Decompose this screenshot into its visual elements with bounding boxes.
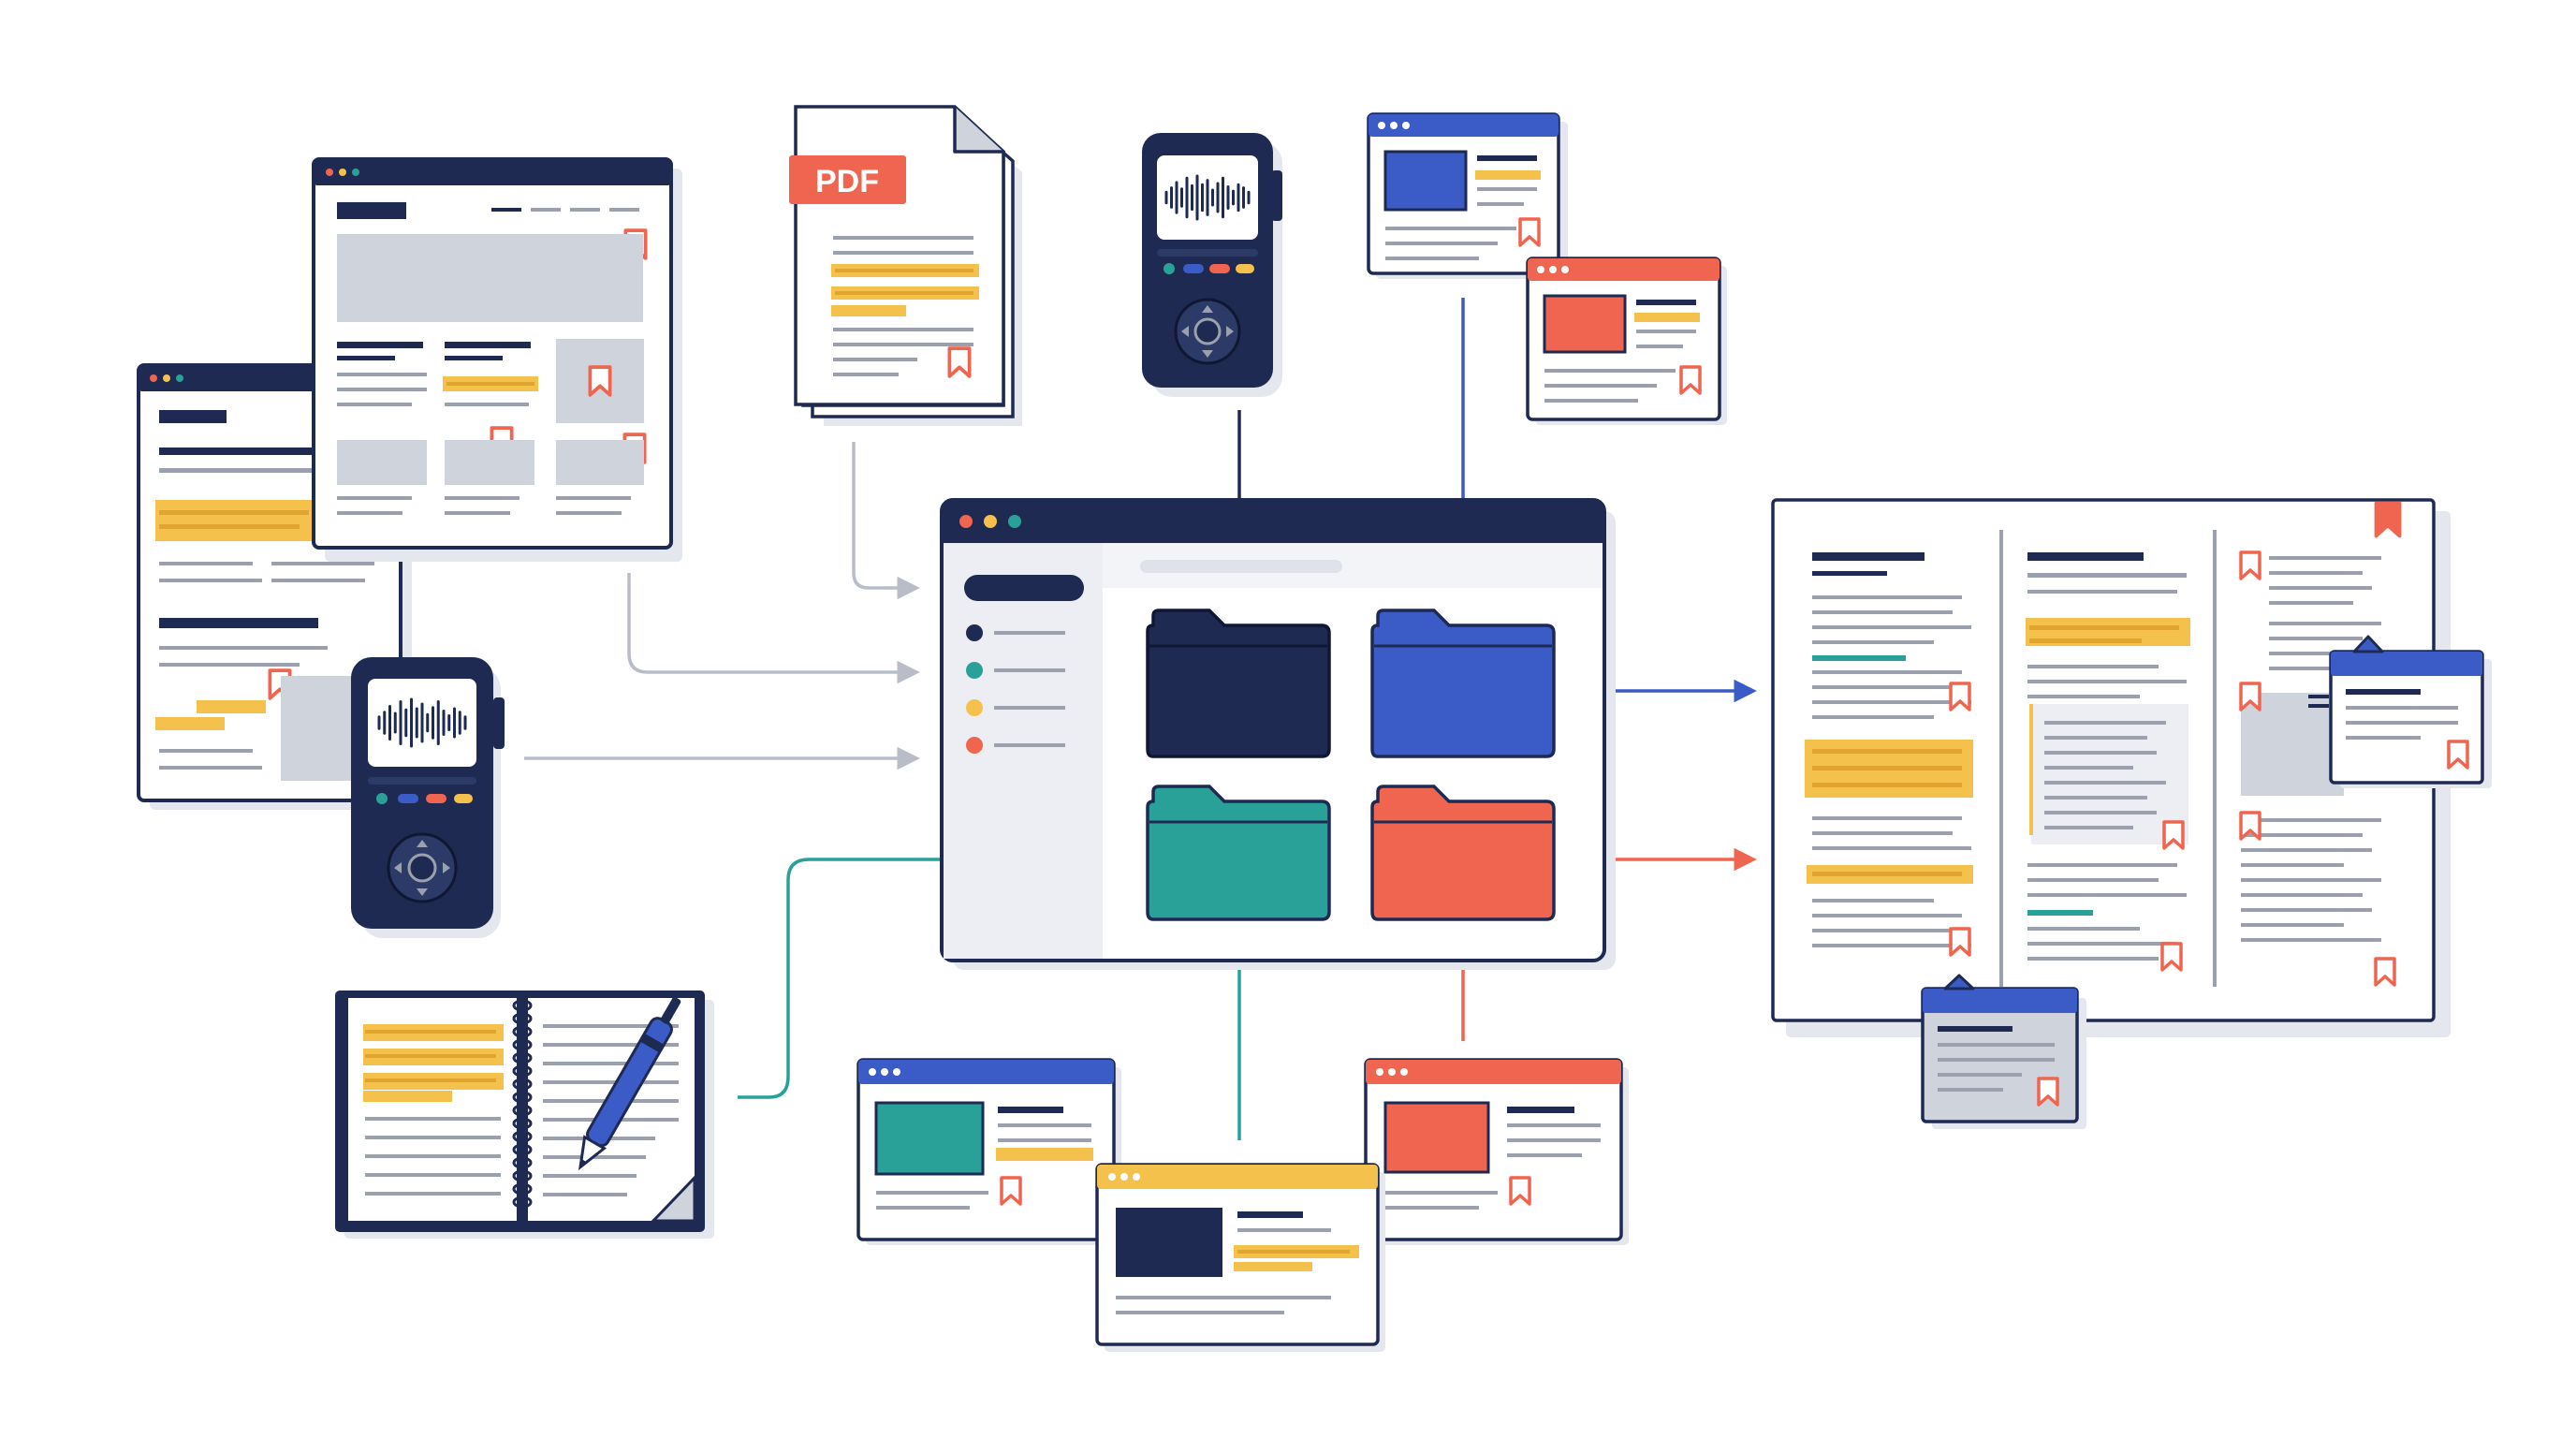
sidebar [944, 543, 1103, 959]
arrow-icon [627, 573, 920, 684]
web-page-icon [1526, 257, 1727, 425]
column-1 [1805, 552, 1973, 957]
web-page-icon [1367, 112, 1568, 279]
pdf-tag-label: PDF [815, 164, 879, 199]
folder-icon [1146, 785, 1331, 921]
search-bar [1140, 560, 1342, 573]
web-page-icon [1095, 1163, 1385, 1352]
folder-icon [1370, 785, 1556, 921]
web-page-icon [312, 157, 682, 562]
sidebar-list [966, 624, 1065, 754]
voice-recorder-icon [351, 657, 505, 938]
column-3 [2239, 550, 2396, 987]
web-page-icon [856, 1058, 1121, 1245]
voice-recorder-icon [1142, 133, 1282, 397]
central-app-window [940, 498, 1616, 970]
arrow-icon [852, 442, 920, 600]
sidebar-header-pill [964, 575, 1084, 601]
annotation-card [2308, 635, 2492, 788]
annotation-card [1921, 974, 2086, 1129]
pdf-document-icon: PDF [789, 105, 1022, 426]
connector-arrows [524, 298, 1757, 1140]
column-2 [2026, 552, 2190, 972]
pen-icon [578, 997, 681, 1171]
folder-icon [1146, 609, 1331, 758]
arrow-icon [738, 847, 1139, 1099]
folder-icon [1370, 609, 1556, 758]
notebook-icon [335, 990, 714, 1239]
open-book-icon [1771, 498, 2451, 1037]
web-page-icon [1364, 1058, 1629, 1245]
